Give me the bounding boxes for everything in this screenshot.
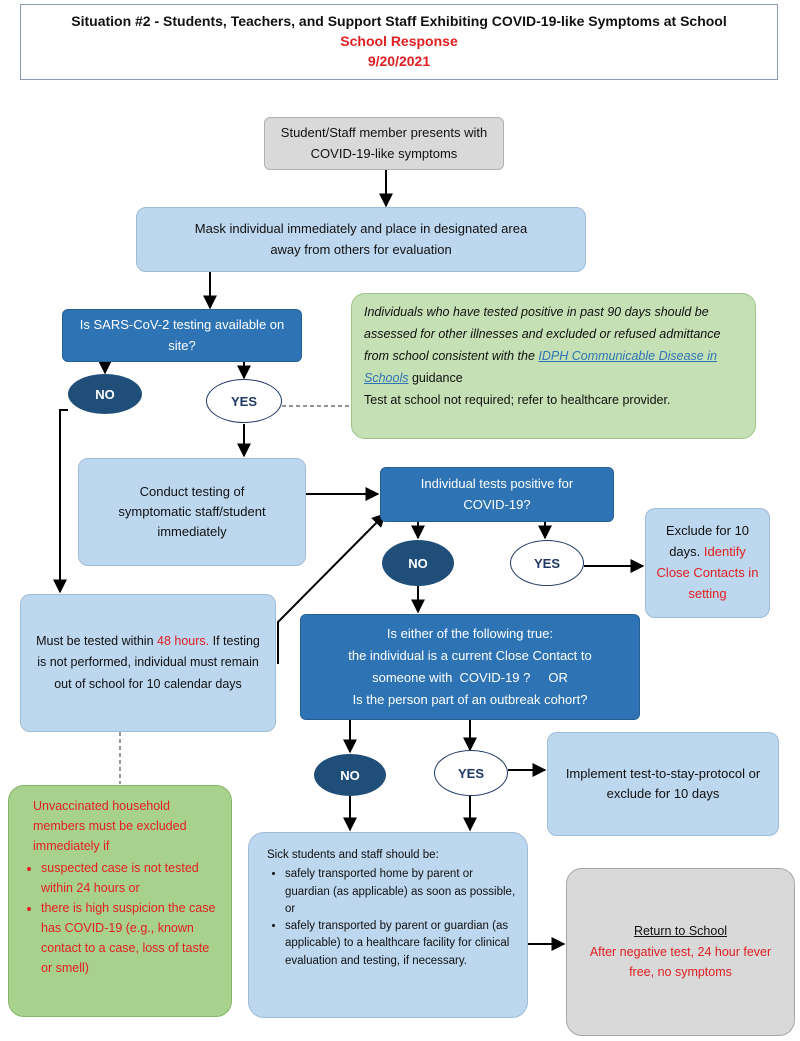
either-q-line1: Is either of the following true:	[386, 625, 554, 641]
node-positive-question-text: Individual tests positive for COVID-19?	[420, 476, 574, 512]
node-conduct-testing: Conduct testing of symptomatic staff/stu…	[78, 458, 306, 566]
node-positive-question: Individual tests positive for COVID-19?	[380, 467, 614, 522]
oval-no-2-text: NO	[408, 555, 428, 571]
arrow-musttest-positive	[277, 513, 386, 664]
oval-no-2: NO	[382, 540, 454, 586]
unvax-list: suspected case is not tested within 24 h…	[23, 858, 221, 978]
exclude-text-wrap: Exclude for 10 days. Identify Close Cont…	[652, 521, 763, 604]
return-red-text: After negative test, 24 hour fever free,…	[589, 944, 772, 980]
green-note-line2: Test at school not required; refer to he…	[364, 392, 671, 407]
idph-link[interactable]: IDPH Communicable Disease in Schools	[364, 348, 717, 385]
header-box: Situation #2 - Students, Teachers, and S…	[20, 4, 778, 80]
node-presents-text: Student/Staff member presents with COVID…	[280, 125, 488, 161]
exclude-red-text: Identify Close Contacts in setting	[656, 544, 759, 601]
oval-yes-2: YES	[510, 540, 584, 586]
sick-bullet-1: safely transported home by parent or gua…	[285, 866, 517, 918]
exclude-text: Exclude for 10 days.	[665, 523, 750, 560]
node-presents: Student/Staff member presents with COVID…	[264, 117, 504, 170]
oval-no-3: NO	[314, 754, 386, 796]
page-title: Situation #2 - Students, Teachers, and S…	[71, 13, 727, 29]
node-sick-students: Sick students and staff should be: safel…	[248, 832, 528, 1018]
green-note-part1: Individuals who have tested positive in …	[364, 305, 721, 363]
must-test-rest: If testing is not performed, individual …	[37, 634, 260, 691]
oval-yes-3: YES	[434, 750, 508, 796]
oval-yes-1: YES	[206, 379, 282, 423]
node-mask-text: Mask individual immediately and place in…	[194, 221, 528, 257]
must-test-line1: Must be tested within	[36, 634, 158, 649]
arrow-no-musttest	[53, 409, 68, 594]
either-q-line4: Is the person part of an outbreak cohort…	[352, 692, 588, 708]
oval-yes-1-text: YES	[230, 393, 257, 409]
node-testing-question: Is SARS-CoV-2 testing available on site?	[62, 309, 302, 362]
unvax-intro: Unvaccinated household members must be e…	[33, 799, 187, 853]
oval-yes-3-text: YES	[457, 765, 484, 781]
either-q-line3: someone with COVID-19 ? OR	[372, 670, 568, 685]
return-title: Return to School	[633, 924, 728, 939]
node-return-to-school: Return to School After negative test, 24…	[566, 868, 795, 1036]
node-green-note: Individuals who have tested positive in …	[351, 293, 756, 439]
node-testing-question-text: Is SARS-CoV-2 testing available on site?	[79, 317, 285, 353]
oval-no-1: NO	[68, 374, 142, 414]
unvax-bullet-1: suspected case is not tested within 24 h…	[41, 858, 221, 898]
oval-no-1-text: NO	[95, 386, 115, 402]
node-exclude-10-days: Exclude for 10 days. Identify Close Cont…	[645, 508, 770, 618]
oval-no-3-text: NO	[340, 767, 360, 783]
node-either-question: Is either of the following true: the ind…	[300, 614, 640, 720]
sick-list: safely transported home by parent or gua…	[267, 866, 517, 970]
green-note-part2: guidance	[408, 370, 463, 385]
either-q-line2: the individual is a current Close Contac…	[348, 647, 592, 663]
node-mask: Mask individual immediately and place in…	[136, 207, 586, 272]
sick-intro: Sick students and staff should be:	[267, 849, 439, 861]
node-conduct-testing-text: Conduct testing of symptomatic staff/stu…	[118, 483, 266, 540]
unvax-bullet-2: there is high suspicion the case has COV…	[41, 898, 221, 978]
oval-yes-2-text: YES	[533, 555, 560, 571]
must-test-wrap: Must be tested within 48 hours. If testi…	[35, 631, 261, 695]
node-test-to-stay-text: Implement test-to-stay-protocol or exclu…	[565, 765, 761, 801]
green-note-line1: Individuals who have tested positive in …	[364, 302, 743, 390]
node-unvaccinated: Unvaccinated household members must be e…	[8, 785, 232, 1017]
sick-bullet-2: safely transported by parent or guardian…	[285, 918, 517, 970]
page-subtitle: School Response	[340, 33, 458, 49]
node-test-to-stay: Implement test-to-stay-protocol or exclu…	[547, 732, 779, 836]
must-test-red: 48 hours.	[157, 634, 210, 649]
page-date: 9/20/2021	[367, 53, 431, 69]
node-must-be-tested: Must be tested within 48 hours. If testi…	[20, 594, 276, 732]
